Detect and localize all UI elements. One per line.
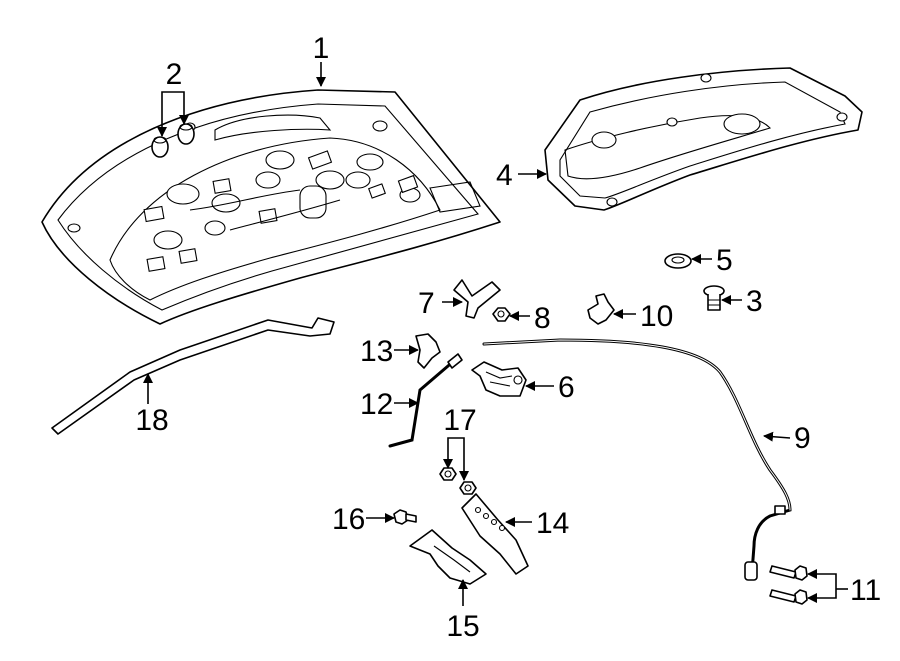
callout-2: 2 bbox=[166, 58, 183, 91]
hood-insulator bbox=[544, 67, 863, 211]
callout-1: 1 bbox=[313, 32, 330, 65]
bolt-upper bbox=[769, 565, 808, 581]
prop-rod bbox=[388, 353, 463, 448]
plug bbox=[664, 253, 692, 269]
hood-latch bbox=[471, 361, 527, 397]
callout-18: 18 bbox=[135, 404, 168, 437]
nut bbox=[492, 307, 511, 322]
hood-seal bbox=[51, 317, 335, 435]
push-pin bbox=[703, 285, 725, 311]
latch-bracket bbox=[461, 493, 529, 575]
callout-4: 4 bbox=[496, 159, 513, 192]
bolt-lower bbox=[769, 589, 808, 605]
bumper-right bbox=[177, 123, 195, 145]
bolts bbox=[769, 565, 808, 605]
release-cable bbox=[482, 338, 792, 581]
callout-12: 12 bbox=[360, 388, 393, 421]
callout-9: 9 bbox=[794, 422, 811, 455]
bumper-left bbox=[151, 136, 169, 158]
leader-lines bbox=[143, 62, 848, 606]
nut-left bbox=[439, 467, 457, 481]
rod-bracket bbox=[453, 279, 501, 319]
callout-17: 17 bbox=[443, 404, 476, 437]
callout-5: 5 bbox=[716, 244, 733, 277]
nuts-17 bbox=[439, 467, 477, 495]
clip bbox=[587, 293, 615, 325]
callout-16: 16 bbox=[332, 503, 365, 536]
callout-10: 10 bbox=[640, 300, 673, 333]
callout-14: 14 bbox=[536, 507, 569, 540]
nut-right bbox=[459, 481, 477, 495]
callout-7: 7 bbox=[418, 287, 435, 320]
hood-bumpers bbox=[151, 123, 195, 158]
support-bracket bbox=[409, 529, 487, 585]
bolt-16 bbox=[393, 509, 417, 525]
callout-13: 13 bbox=[360, 335, 393, 368]
callout-11: 11 bbox=[850, 574, 881, 607]
callout-6: 6 bbox=[558, 371, 575, 404]
rod-clip bbox=[415, 333, 441, 369]
callout-labels: 1 2 3 4 5 6 7 8 9 10 11 12 13 14 15 16 1… bbox=[135, 32, 881, 643]
callout-3: 3 bbox=[746, 285, 763, 318]
callout-15: 15 bbox=[446, 610, 479, 643]
callout-8: 8 bbox=[534, 302, 551, 335]
